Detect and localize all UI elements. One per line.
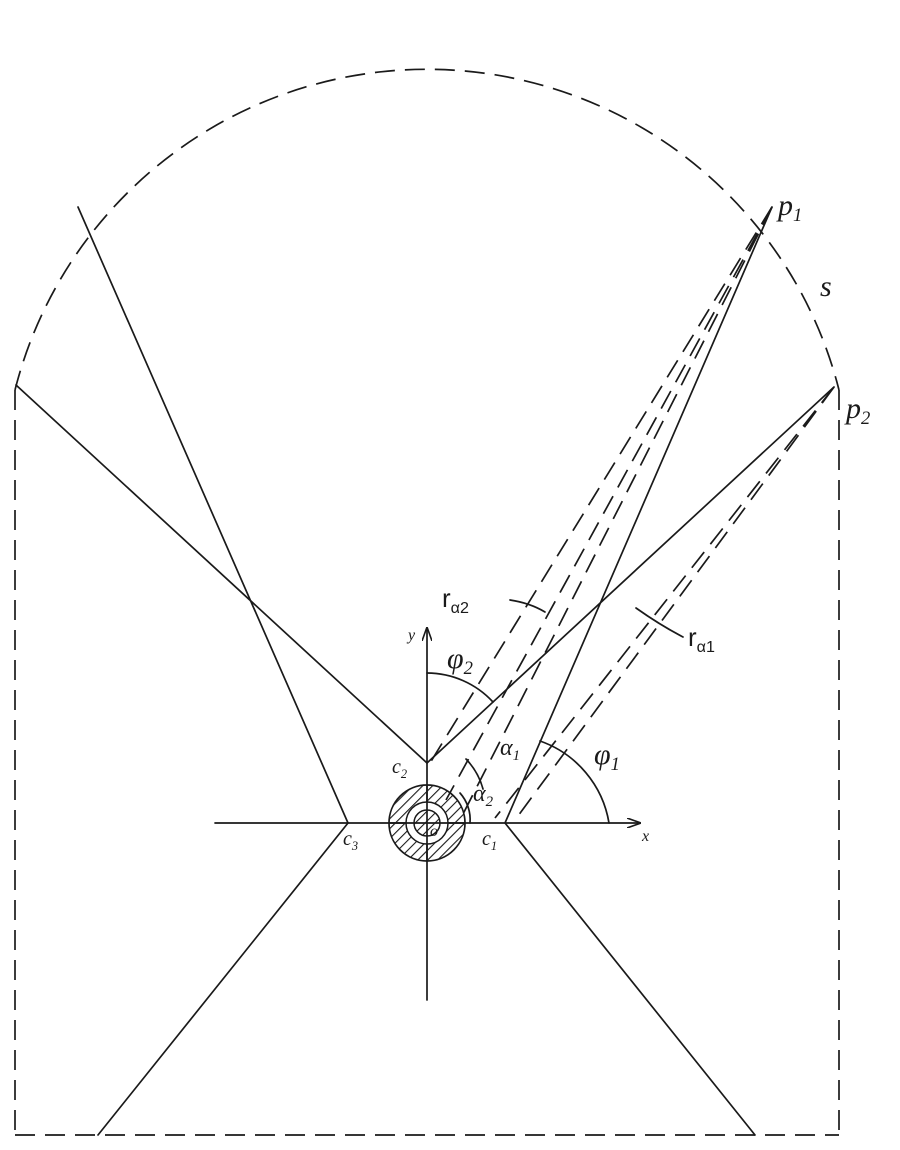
r-alpha1-label: rα1	[688, 622, 715, 656]
c1-label: c1	[482, 828, 497, 853]
r-alpha2-label: rα2	[442, 583, 469, 617]
y-axis-label: y	[406, 627, 416, 644]
ray-c3-lower-left	[97, 822, 349, 1136]
alpha1-label: α1	[500, 735, 520, 764]
phi2-arc	[426, 672, 494, 703]
p2-label: p2	[844, 392, 870, 429]
r-alpha2-leader	[509, 599, 546, 613]
alpha2-label: α2	[473, 781, 494, 810]
dashed-line-p2-b	[514, 386, 835, 821]
ray-c3-upper-left	[77, 206, 349, 824]
ray-c1-lower-right	[504, 822, 756, 1136]
dashed-line-p1-c	[459, 206, 773, 821]
dashed-line-p1-a	[429, 206, 773, 764]
ray-c1-to-p1	[504, 206, 773, 824]
dashed-line-p2-a	[494, 386, 835, 819]
s-label: s	[820, 270, 832, 303]
r-alpha1-leader	[635, 607, 684, 638]
ray-c2-upper-left	[15, 384, 428, 764]
dashed-line-p1-b	[445, 206, 773, 801]
origin-label: o	[430, 823, 438, 840]
alpha1-arc	[465, 758, 484, 790]
alpha2-arc	[459, 792, 471, 824]
phi1-arc	[539, 740, 610, 824]
phi2-label: φ2	[447, 642, 473, 679]
ray-c2-to-p2	[426, 386, 835, 764]
c3-label: c3	[343, 828, 358, 853]
x-axis-label: x	[641, 828, 649, 845]
c2-label: c2	[392, 756, 407, 781]
phi1-label: φ1	[594, 738, 620, 775]
boundary-arch	[14, 68, 840, 391]
p1-label: p1	[776, 189, 802, 226]
